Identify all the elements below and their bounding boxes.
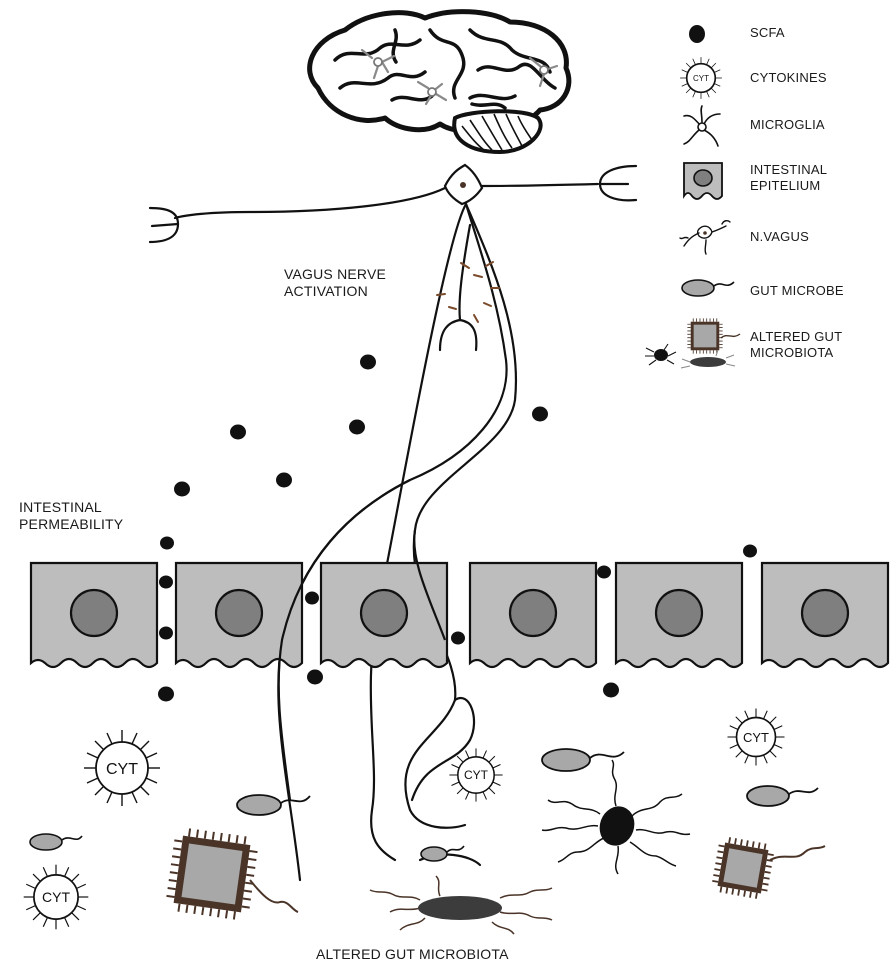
vagus-activation-label: VAGUS NERVE ACTIVATION <box>284 266 386 300</box>
legend-altered-microbiota-icon <box>645 318 740 368</box>
epithelial-cell <box>762 563 888 667</box>
gut-microbe <box>747 786 818 806</box>
altered-microbe-chip <box>165 827 260 922</box>
epithelial-cell <box>616 563 742 667</box>
legend-vagus-icon <box>680 221 730 254</box>
epithelial-cell <box>321 563 447 667</box>
intestinal-epithelium-row <box>31 563 888 667</box>
legend-epithelium-line1: INTESTINAL <box>750 162 827 178</box>
permeability-line2: PERMEABILITY <box>19 516 123 533</box>
legend-epithelium-label: INTESTINAL EPITELIUM <box>750 162 827 194</box>
cytokine-label: CYT <box>42 889 70 905</box>
legend-altered-line1: ALTERED GUT <box>750 329 842 345</box>
vagus-activation-line1: VAGUS NERVE <box>284 266 386 283</box>
legend-altered-microbiota-label: ALTERED GUT MICROBIOTA <box>750 329 842 361</box>
permeability-line1: INTESTINAL <box>19 499 123 516</box>
legend-gut-microbe-label: GUT MICROBE <box>750 283 844 299</box>
intestinal-permeability-label: INTESTINAL PERMEABILITY <box>19 499 123 533</box>
legend-scfa-icon <box>689 25 705 43</box>
cytokine-label: CYT <box>693 74 709 83</box>
legend-epithelium-line2: EPITELIUM <box>750 178 827 194</box>
gut-microbe <box>542 749 624 771</box>
vagus-activation-line2: ACTIVATION <box>284 283 386 300</box>
gut-microbe <box>30 834 82 850</box>
bottom-title: ALTERED GUT MICROBIOTA <box>316 946 509 963</box>
brain-illustration <box>310 12 569 152</box>
altered-microbe-rod <box>370 876 552 934</box>
legend-cytokines-label: CYTOKINES <box>750 70 827 86</box>
gut-microbe <box>421 846 464 861</box>
neuron-nucleus <box>460 182 466 188</box>
cytokine-label: CYT <box>464 768 489 782</box>
vagus-nerve-neuron <box>150 165 636 880</box>
altered-microbe-bacterium <box>542 760 690 874</box>
legend-microglia-icon <box>684 106 720 146</box>
cytokine-label: CYT <box>743 730 769 745</box>
epithelial-cell <box>31 563 157 667</box>
chip-tail <box>770 846 825 860</box>
altered-microbe-chip <box>711 836 776 901</box>
epithelial-cell <box>470 563 596 667</box>
cytokine-label: CYT <box>106 761 138 778</box>
epithelial-cell <box>176 563 302 667</box>
legend-scfa-label: SCFA <box>750 25 785 41</box>
legend-vagus-label: N.VAGUS <box>750 229 809 245</box>
legend-epithelium-icon <box>684 163 722 199</box>
chip-tail <box>250 880 298 912</box>
legend-gut-microbe-icon <box>682 280 734 296</box>
legend-microglia-label: MICROGLIA <box>750 117 825 133</box>
legend-altered-line2: MICROBIOTA <box>750 345 842 361</box>
gut-microbe <box>237 795 310 815</box>
